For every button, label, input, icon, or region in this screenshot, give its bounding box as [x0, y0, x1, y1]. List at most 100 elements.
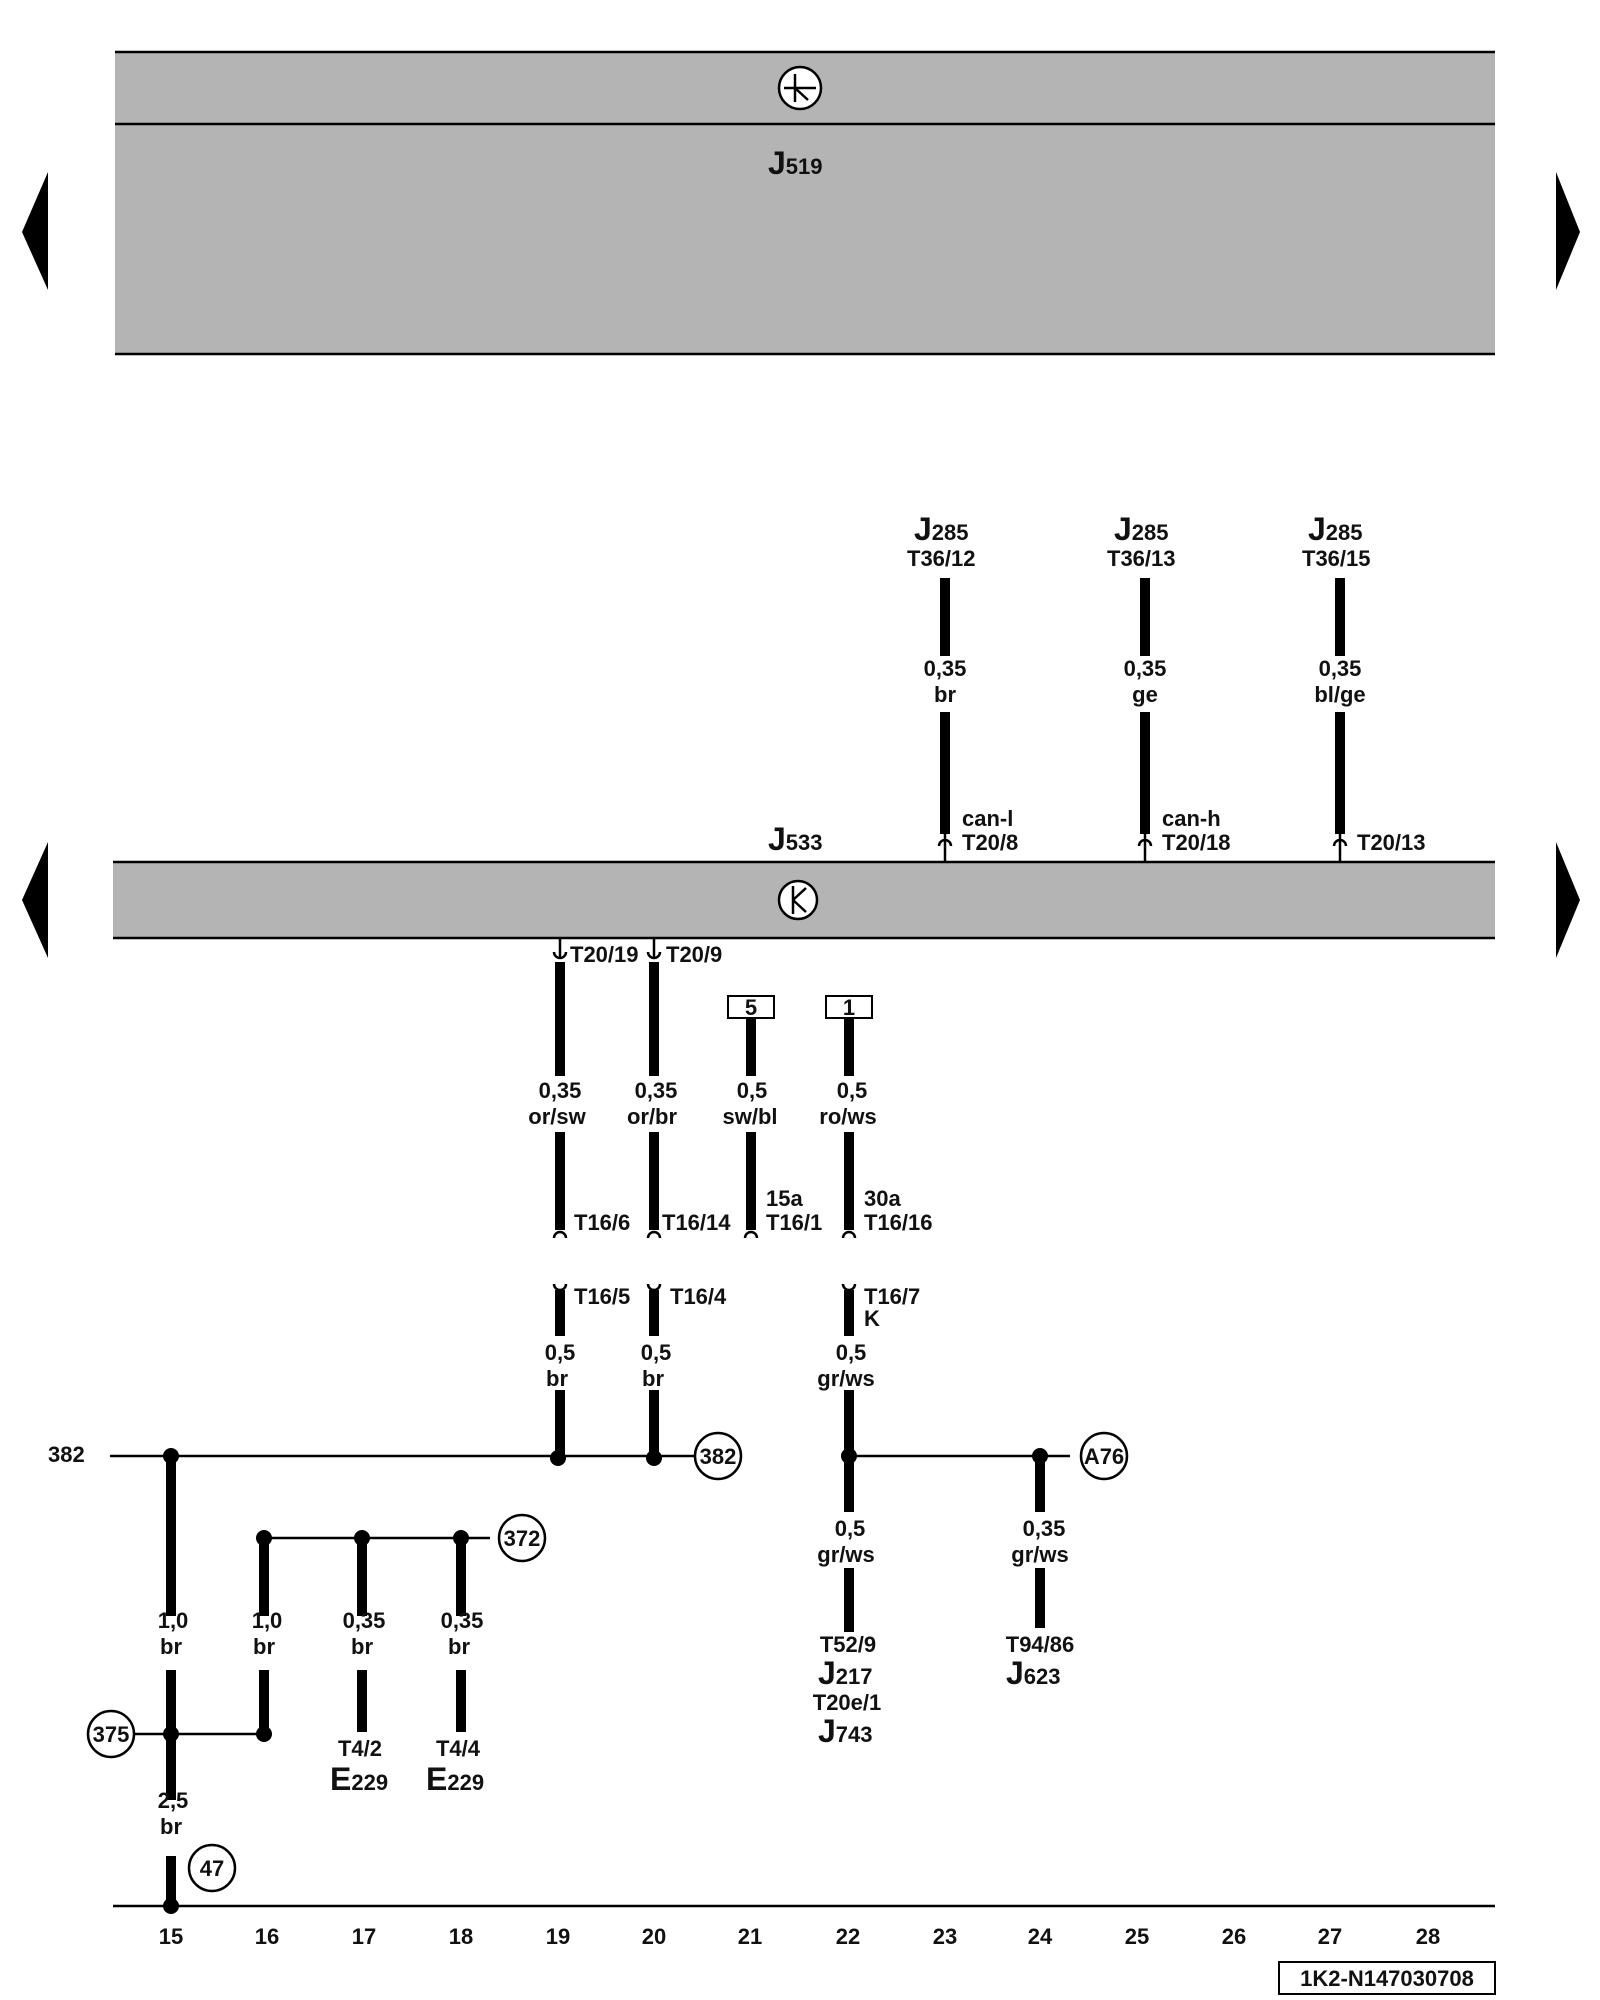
lower-color: br [642, 1366, 664, 1391]
branch-a76: A76 [841, 1431, 1129, 1481]
column-number: 26 [1222, 1924, 1246, 1949]
j217-color: gr/ws [817, 1542, 874, 1567]
output-box-number: 1 [843, 995, 855, 1020]
output-size: 0,35 [539, 1078, 582, 1103]
ground-size: 1,0 [158, 1608, 189, 1633]
output-end: T16/14 [662, 1210, 731, 1235]
ref-47: 47 [200, 1856, 224, 1881]
column-number: 17 [352, 1924, 376, 1949]
input-color: br [934, 682, 956, 707]
input-wire-2: J285 T36/13 0,35 ge can-h T20/18 [1107, 511, 1231, 862]
output-color: or/br [627, 1104, 678, 1129]
output-wire-1: T20/19 0,35 or/sw T16/6 [528, 938, 639, 1239]
output-size: 0,5 [837, 1078, 868, 1103]
input-wire-3: J285 T36/15 0,35 bl/ge T20/13 [1302, 511, 1426, 862]
output-wire-2: T20/9 0,35 or/br T16/14 [627, 938, 731, 1239]
column-number: 18 [449, 1924, 473, 1949]
input-pin: T36/13 [1107, 546, 1176, 571]
column-number: 22 [836, 1924, 860, 1949]
j217-pin2: T20e/1 [813, 1690, 882, 1715]
column-number: 20 [642, 1924, 666, 1949]
lower-wire-3: T16/7 K 0,5 gr/ws [817, 1283, 920, 1458]
page-prev-arrow-bottom[interactable] [22, 842, 48, 958]
input-comp-label: J285 [1308, 511, 1363, 547]
j623-color: gr/ws [1011, 1542, 1068, 1567]
lower-color: br [546, 1366, 568, 1391]
gateway-symbol-icon [777, 879, 819, 921]
ground-size: 0,35 [343, 1608, 386, 1633]
ref-circle-375 [86, 1709, 136, 1759]
ref-382: 382 [700, 1444, 737, 1469]
e229-label-2: E229 [426, 1761, 484, 1797]
j623-label: J623 [1006, 1655, 1061, 1691]
output-wire-4: 1 0,5 ro/ws 30a T16/16 [819, 995, 933, 1239]
ref-a76: A76 [1084, 1444, 1124, 1469]
lower-color: gr/ws [817, 1366, 874, 1391]
j217-wire: 0,5 gr/ws T52/9 J217 T20e/1 J743 [813, 1456, 882, 1749]
output-color: or/sw [528, 1104, 586, 1129]
ref-circle-a76 [1079, 1431, 1129, 1481]
top-box-j519: J519 [115, 50, 1495, 356]
output-conn: T20/9 [666, 942, 722, 967]
e229-label-1: E229 [330, 1761, 388, 1797]
column-number: 28 [1416, 1924, 1440, 1949]
input-color: ge [1132, 682, 1158, 707]
input-conn: T20/18 [1162, 830, 1231, 855]
column-number: 19 [546, 1924, 570, 1949]
gateway-label: J533 [768, 821, 823, 857]
ground-pin: T4/4 [436, 1736, 481, 1761]
ref-circle-47 [187, 1843, 237, 1893]
output-size: 0,5 [737, 1078, 768, 1103]
lower-wire-1: T16/5 0,5 br [545, 1283, 630, 1466]
input-comp-label: J285 [1114, 511, 1169, 547]
page-next-arrow-bottom[interactable] [1556, 842, 1580, 958]
ground-color: br [253, 1634, 275, 1659]
ground-color: br [448, 1634, 470, 1659]
lower-size: 0,5 [641, 1340, 672, 1365]
j217-size: 0,5 [835, 1516, 866, 1541]
ref-372: 372 [504, 1526, 541, 1551]
ref-375: 375 [93, 1722, 130, 1747]
ground-color: br [160, 1634, 182, 1659]
input-pin: T36/12 [907, 546, 976, 571]
output-box-number: 5 [745, 995, 757, 1020]
output-end: T16/6 [574, 1210, 630, 1235]
output-end: T16/16 [864, 1210, 933, 1235]
column-number: 27 [1318, 1924, 1342, 1949]
input-signal: can-l [962, 806, 1013, 831]
bus-label: 382 [48, 1442, 85, 1467]
input-size: 0,35 [924, 656, 967, 681]
ref-circle-372 [497, 1513, 547, 1563]
input-comp-label: J285 [914, 511, 969, 547]
lower-conn: T16/4 [670, 1284, 727, 1309]
column-number: 21 [738, 1924, 762, 1949]
lower-conn: T16/5 [574, 1284, 630, 1309]
j623-wire: 0,35 gr/ws T94/86 J623 [1006, 1456, 1075, 1691]
ground-color: br [351, 1634, 373, 1659]
input-size: 0,35 [1124, 656, 1167, 681]
ground-network: 1,0 br 375 1,0 br 372 0,35 br T4/2 E229 … [86, 1456, 547, 1914]
input-conn: T20/13 [1357, 830, 1426, 855]
output-wire-3: 5 0,5 sw/bl 15a T16/1 [722, 995, 822, 1239]
output-end: T16/1 [766, 1210, 822, 1235]
output-conn: T20/19 [570, 942, 639, 967]
input-color: bl/ge [1314, 682, 1365, 707]
ground-size: 1,0 [252, 1608, 283, 1633]
j217-pin: T52/9 [820, 1632, 876, 1657]
ref-circle-382 [693, 1431, 743, 1481]
column-number: 23 [933, 1924, 957, 1949]
column-number: 16 [255, 1924, 279, 1949]
page-prev-arrow-top[interactable] [22, 172, 48, 290]
output-size: 0,35 [635, 1078, 678, 1103]
output-term: 15a [766, 1186, 803, 1211]
output-color: sw/bl [722, 1104, 777, 1129]
input-wire-1: J285 T36/12 0,35 br can-l T20/8 [907, 511, 1018, 862]
page-next-arrow-top[interactable] [1556, 172, 1580, 290]
j623-pin: T94/86 [1006, 1632, 1075, 1657]
lower-size: 0,5 [545, 1340, 576, 1365]
input-size: 0,35 [1319, 656, 1362, 681]
doc-id-box: 1K2-N147030708 [1278, 1961, 1496, 1995]
lower-size: 0,5 [836, 1340, 867, 1365]
ground-size: 0,35 [441, 1608, 484, 1633]
